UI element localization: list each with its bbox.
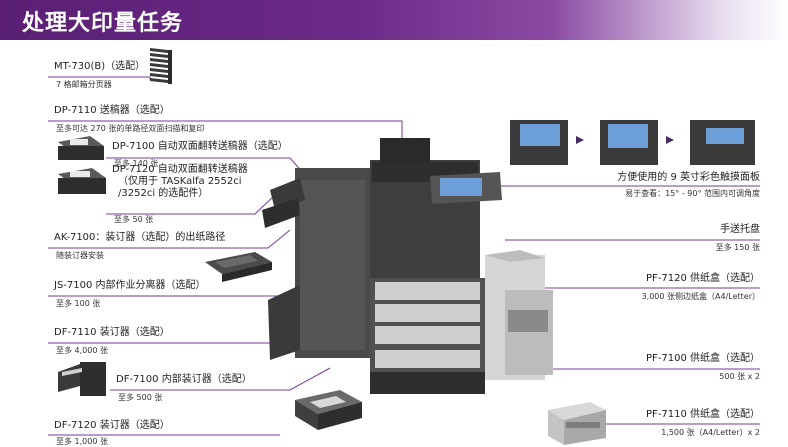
df7100-image	[58, 362, 106, 396]
dp7120-label-1: DP-7120 自动双面翻转送稿器	[112, 164, 248, 175]
touch-panel-desc: 易于查看：15° - 90° 范围内可调角度	[625, 189, 760, 198]
df7110-label: DF-7110 装订器（选配）	[54, 327, 170, 338]
dp7110-label: DP-7110 送稿器（选配）	[54, 105, 170, 116]
manual-tray-label: 手送托盘	[720, 224, 760, 235]
pf7110-label: PF-7110 供纸盒（选配）	[645, 409, 760, 420]
js7100-desc: 至多 100 张	[56, 299, 101, 308]
dp7120-desc: 至多 50 张	[114, 215, 154, 224]
touch-panel-images	[510, 120, 755, 165]
dp7100-label: DP-7100 自动双面翻转送稿器（选配）	[112, 141, 288, 152]
dp7100-desc: 至多 140 张	[114, 159, 159, 168]
dp7120-label-2: （仅用于 TASKalfa 2552ci	[118, 176, 242, 187]
page-title: 处理大印量任务	[22, 11, 184, 36]
js7100-image	[205, 252, 272, 282]
pf7120-desc: 3,000 张侧边纸盒（A4/Letter）	[641, 292, 760, 301]
js7100-label: JS-7100 内部作业分离器（选配）	[54, 280, 206, 291]
df7120-desc: 至多 1,000 张	[56, 437, 108, 446]
touch-panel-label: 方便使用的 9 英寸彩色触摸面板	[617, 172, 760, 183]
df7100-desc: 至多 500 张	[118, 393, 163, 402]
dp7110-desc: 至多可达 270 张的单路径双面扫描和复印	[56, 124, 205, 133]
df7120-label: DF-7120 装订器（选配）	[54, 420, 170, 431]
df7100-label: DF-7100 内部装订器（选配）	[116, 374, 252, 385]
printer-image	[262, 138, 553, 394]
df7110-desc: 至多 4,000 张	[56, 346, 108, 355]
ak7100-desc: 随装订器安装	[56, 251, 104, 260]
df7120-image	[295, 390, 362, 430]
header-banner: 处理大印量任务	[0, 0, 788, 40]
dp7100-image	[58, 136, 104, 160]
pf7110-image	[548, 402, 606, 445]
pf7100-label: PF-7100 供纸盒（选配）	[645, 353, 760, 364]
manual-tray-desc: 至多 150 张	[715, 243, 760, 252]
ak7100-label: AK-7100：装订器（选配）的出纸路径	[54, 232, 226, 243]
dp7120-image	[58, 168, 106, 194]
pf7110-desc: 1,500 张（A4/Letter）x 2	[661, 428, 760, 437]
mt730-label: MT-730(B)（选配）	[54, 61, 146, 72]
mailbox-sorter-image	[150, 48, 172, 84]
pf7100-desc: 500 张 x 2	[719, 372, 760, 381]
dp7120-label-3: /3252ci 的选配件）	[118, 188, 209, 199]
pf7120-label: PF-7120 供纸盒（选配）	[645, 273, 760, 284]
mt730-desc: 7 格邮箱分页器	[56, 80, 112, 89]
